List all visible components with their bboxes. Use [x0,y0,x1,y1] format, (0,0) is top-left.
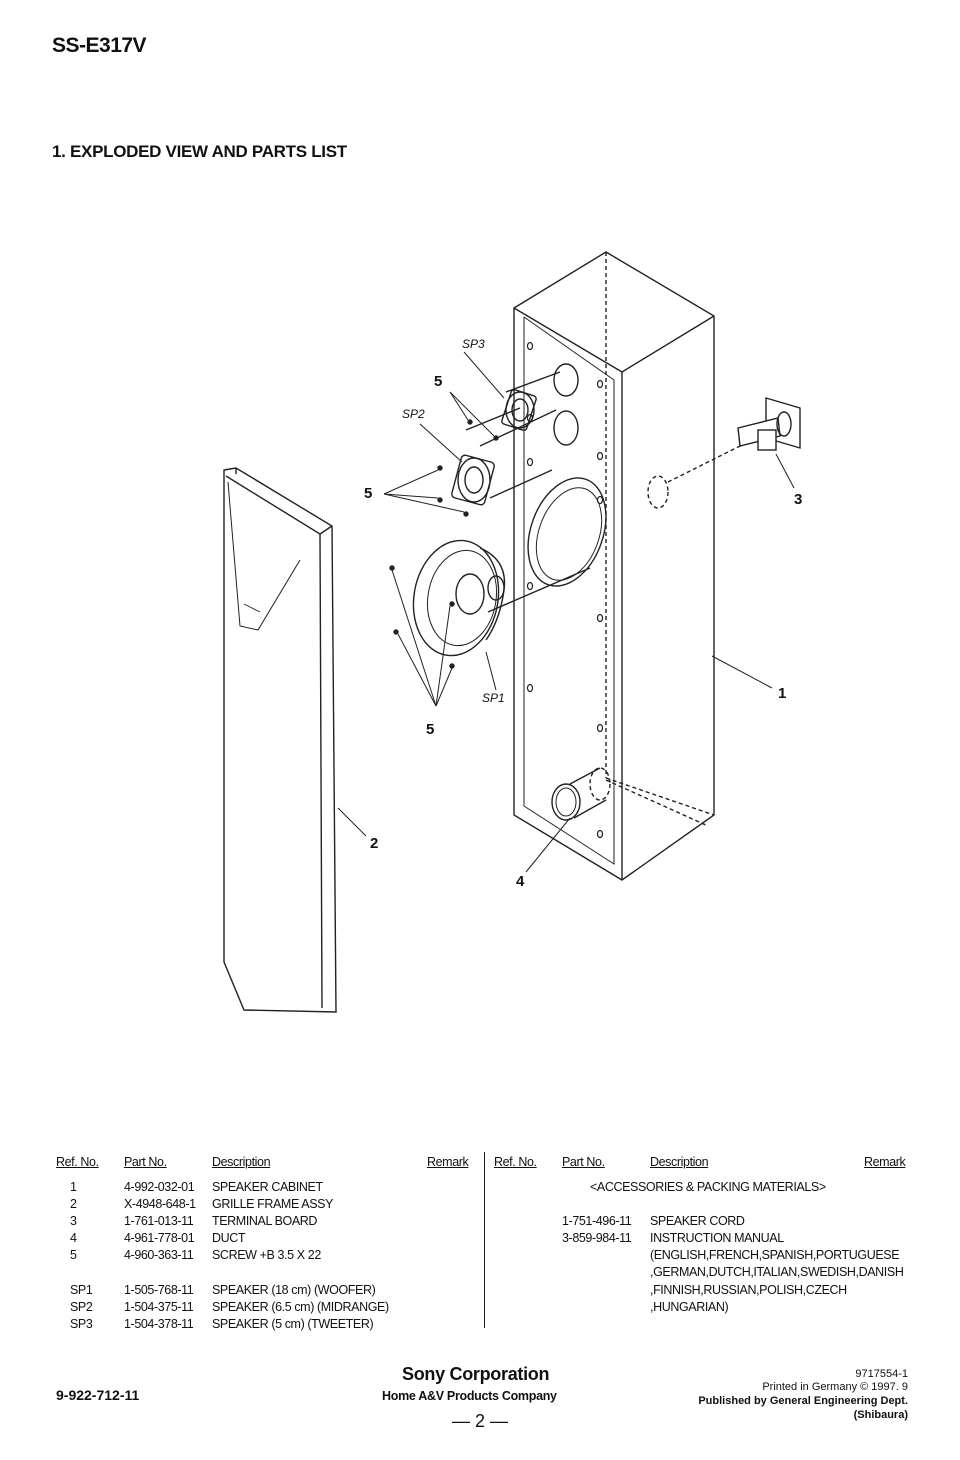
speaker-cabinet-part [465,251,741,881]
label-4: 4 [516,873,525,890]
accessories-heading: <ACCESSORIES & PACKING MATERIALS> [590,1180,826,1194]
corporation-name: Sony Corporation [402,1364,550,1384]
table-row-part: 1-505-768-11 [124,1283,194,1297]
table-row-desc: SPEAKER (6.5 cm) (MIDRANGE) [212,1300,389,1314]
header-ref-no-right: Ref. No. [494,1155,537,1169]
table-row-desc: GRILLE FRAME ASSY [212,1197,334,1211]
table-row-desc: DUCT [212,1231,246,1245]
table-row-desc: SPEAKER CABINET [212,1180,323,1194]
table-row-part: 1-751-496-11 [562,1214,632,1228]
terminal-board-part [737,397,801,489]
label-3: 3 [794,491,802,508]
table-row-part: 4-960-363-11 [124,1248,194,1262]
header-remark: Remark [427,1155,469,1169]
label-2: 2 [370,835,378,852]
table-row-desc: (ENGLISH,FRENCH,SPANISH,PORTUGUESE [650,1248,900,1262]
publisher-dept: (Shibaura) [853,1409,908,1421]
label-5-tweeter: 5 [434,373,442,390]
table-row-desc: ,HUNGARIAN) [650,1300,729,1314]
header-description-right: Description [650,1155,709,1169]
label-sp1: SP1 [482,691,505,705]
header-part-no-right: Part No. [562,1155,605,1169]
table-row-ref: SP2 [70,1300,93,1314]
table-row-ref: SP3 [70,1317,93,1331]
table-row-ref: 3 [70,1214,77,1228]
label-sp3: SP3 [462,337,485,351]
label-5-midrange: 5 [364,485,372,502]
table-row-part: 3-859-984-11 [562,1231,632,1245]
table-row-desc: SPEAKER (18 cm) (WOOFER) [212,1283,376,1297]
header-remark-right: Remark [864,1155,906,1169]
table-row-part: 1-504-375-11 [124,1300,194,1314]
company-name: Home A&V Products Company [382,1389,557,1403]
table-row-desc: INSTRUCTION MANUAL [650,1231,784,1245]
duct-part [551,767,709,827]
section-title: 1. EXPLODED VIEW AND PARTS LIST [52,142,347,161]
grille-frame-part [223,467,367,1013]
table-divider [484,1152,485,1328]
table-row-ref: 4 [70,1231,77,1245]
table-row-part: X-4948-648-1 [124,1197,196,1211]
table-row-part: 4-992-032-01 [124,1180,195,1194]
label-1: 1 [778,685,786,702]
table-row-desc: SPEAKER CORD [650,1214,745,1228]
header-ref-no: Ref. No. [56,1155,99,1169]
table-row-part: 4-961-778-01 [124,1231,195,1245]
table-row-ref: SP1 [70,1283,93,1297]
exploded-view-drawing: SP3 SP2 SP1 5 5 5 3 1 2 4 [223,251,802,1013]
printed-info: Printed in Germany © 1997. 9 [762,1381,908,1393]
header-description: Description [212,1155,271,1169]
table-row-desc: ,FINNISH,RUSSIAN,POLISH,CZECH [650,1283,847,1297]
document-number: 9-922-712-11 [56,1387,140,1403]
table-row-desc: ,GERMAN,DUTCH,ITALIAN,SWEDISH,DANISH [650,1265,904,1279]
tweeter-sp3-part [449,351,537,441]
table-row-ref: 5 [70,1248,77,1262]
model-number: SS-E317V [52,34,147,57]
header-part-no: Part No. [124,1155,167,1169]
table-row-desc: SCREW +B 3.5 X 22 [212,1248,321,1262]
label-sp2: SP2 [402,407,425,421]
print-code: 9717554-1 [855,1368,908,1380]
table-row-part: 1-504-378-11 [124,1317,194,1331]
publisher-info: Published by General Engineering Dept. [698,1395,908,1407]
table-row-desc: SPEAKER (5 cm) (TWEETER) [212,1317,374,1331]
page-number: — 2 — [452,1411,509,1431]
midrange-sp2-part [383,423,495,517]
table-row-ref: 1 [70,1180,77,1194]
table-row-desc: TERMINAL BOARD [212,1214,318,1228]
table-row-ref: 2 [70,1197,77,1211]
table-row-part: 1-761-013-11 [124,1214,194,1228]
woofer-sp1-part [389,539,506,707]
label-5-woofer: 5 [426,721,434,738]
